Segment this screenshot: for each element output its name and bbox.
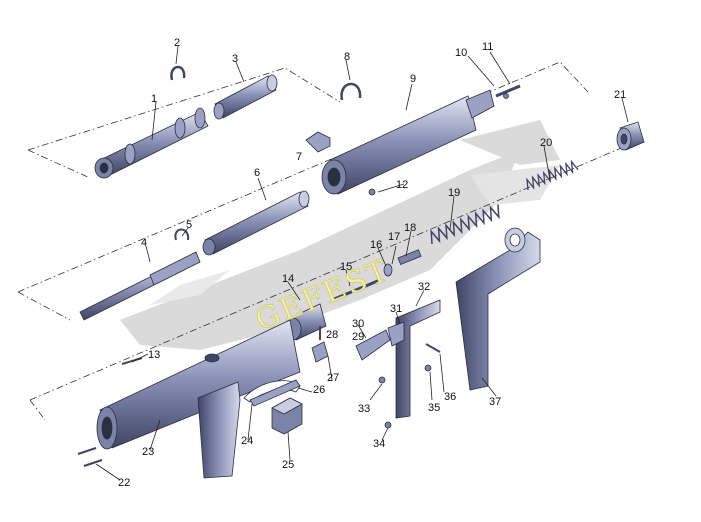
part-37-bracket (455, 227, 541, 391)
part-16-18-small-parts (383, 249, 422, 277)
part-8-spring-clip (340, 82, 362, 101)
watermark-bird-emblem (120, 120, 560, 350)
part-6-guide-tube (202, 190, 310, 256)
part-label-28: 28 (326, 329, 338, 341)
part-3-bushing (213, 74, 278, 120)
part-label-10: 10 (455, 47, 467, 59)
part-label-22: 22 (118, 477, 130, 489)
part-label-36: 36 (444, 391, 456, 403)
part-26-lever (249, 379, 301, 407)
part-15-pin (331, 278, 381, 302)
part-number-labels: 1 2 3 4 5 6 7 8 9 10 11 12 13 14 15 16 1… (118, 37, 626, 489)
part-label-31: 31 (390, 303, 402, 315)
part-label-25: 25 (282, 459, 294, 471)
part-25-block (271, 397, 303, 435)
part-1-nozzle (94, 107, 209, 179)
part-2-clip (170, 65, 186, 81)
part-label-32: 32 (418, 281, 430, 293)
part-label-1: 1 (151, 93, 157, 105)
part-21-end-cap (616, 121, 645, 151)
part-label-19: 19 (448, 187, 460, 199)
part-31-32-plates (387, 299, 441, 419)
part-label-35: 35 (428, 402, 440, 414)
part-20-spring (526, 159, 579, 191)
part-label-33: 33 (358, 403, 370, 415)
part-7-stop (305, 131, 331, 153)
part-5-ring (174, 228, 190, 241)
part-label-7: 7 (296, 151, 302, 163)
part-23-body (96, 319, 301, 479)
part-10-11-pins (495, 84, 521, 99)
part-label-29: 29 (352, 331, 364, 343)
part-label-24: 24 (241, 435, 253, 447)
part-label-14: 14 (282, 273, 294, 285)
part-label-13: 13 (148, 349, 160, 361)
part-label-34: 34 (373, 438, 385, 450)
part-label-37: 37 (489, 396, 501, 408)
part-4-piston (79, 251, 201, 321)
part-9-barrel (321, 89, 495, 195)
part-label-30: 30 (352, 318, 364, 330)
part-label-15: 15 (340, 261, 352, 273)
part-label-27: 27 (327, 372, 339, 384)
part-29-30-detent (355, 329, 391, 361)
part-label-8: 8 (344, 51, 350, 63)
part-label-4: 4 (141, 237, 147, 249)
part-label-17: 17 (388, 231, 400, 243)
part-label-6: 6 (254, 167, 260, 179)
part-33-36-screws (378, 343, 441, 429)
part-label-18: 18 (404, 222, 416, 234)
part-19-spring (430, 204, 500, 245)
part-label-2: 2 (174, 37, 180, 49)
part-label-12: 12 (396, 179, 408, 191)
part-label-11: 11 (482, 41, 493, 53)
part-12-ball (368, 188, 376, 196)
part-label-23: 23 (142, 446, 154, 458)
part-label-9: 9 (410, 73, 416, 85)
leader-lines (95, 45, 629, 481)
part-label-20: 20 (540, 137, 552, 149)
part-label-26: 26 (313, 384, 325, 396)
part-label-16: 16 (370, 239, 382, 251)
part-label-3: 3 (232, 53, 238, 65)
part-label-5: 5 (186, 219, 192, 231)
part-label-21: 21 (614, 89, 626, 101)
part-27-28-small-parts (311, 326, 329, 363)
